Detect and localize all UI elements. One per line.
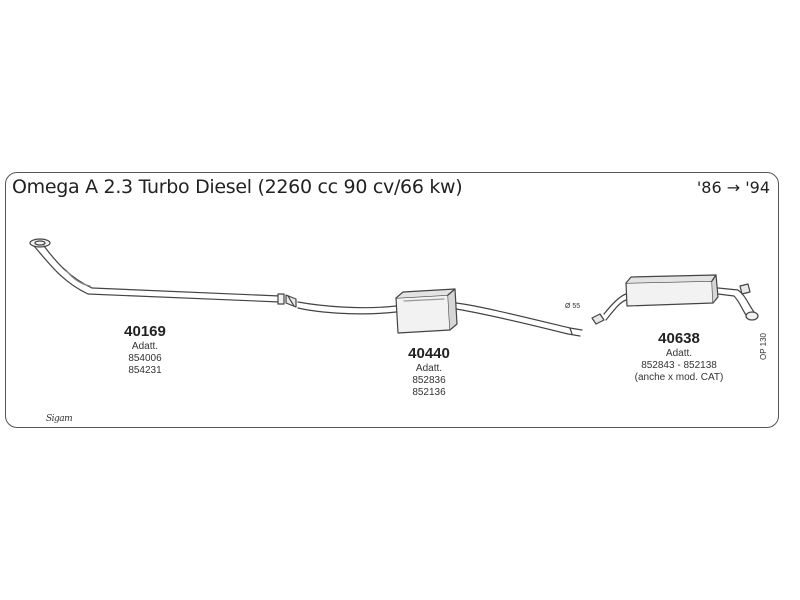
- pipe-joint: [285, 294, 297, 308]
- part-note: (anche x mod. CAT): [634, 372, 724, 383]
- part-number: 40169: [124, 323, 166, 340]
- part-ref: 852843 - 852138: [641, 360, 717, 371]
- centre-silencer-40440: [297, 288, 583, 337]
- manufacturer-logo: Sigam: [46, 414, 73, 424]
- diagram-frame: [5, 172, 779, 428]
- part-label-40440: 40440 Adatt. 852836 852136: [379, 345, 479, 399]
- reference-code: OP 130: [759, 333, 768, 360]
- diagram-title: Omega A 2.3 Turbo Diesel (2260 cc 90 cv/…: [12, 176, 463, 198]
- part-ref: 854006: [128, 353, 162, 364]
- part-adapt: Adatt.: [131, 341, 159, 352]
- front-pipe-40169: [29, 238, 285, 305]
- part-adapt: Adatt.: [415, 363, 443, 374]
- part-number: 40638: [658, 330, 700, 347]
- part-label-40638: 40638 Adatt. 852843 - 852138 (anche x mo…: [614, 330, 744, 384]
- part-ref: 852836: [412, 375, 446, 386]
- rear-silencer-40638: [591, 274, 759, 325]
- model-years: '86 → '94: [696, 178, 770, 197]
- part-number: 40440: [408, 345, 450, 362]
- part-adapt: Adatt.: [665, 348, 693, 359]
- part-label-40169: 40169 Adatt. 854006 854231: [95, 323, 195, 377]
- part-ref: 854231: [128, 365, 162, 376]
- part-ref: 852136: [412, 387, 446, 398]
- diameter-label: Ø 55: [565, 303, 581, 310]
